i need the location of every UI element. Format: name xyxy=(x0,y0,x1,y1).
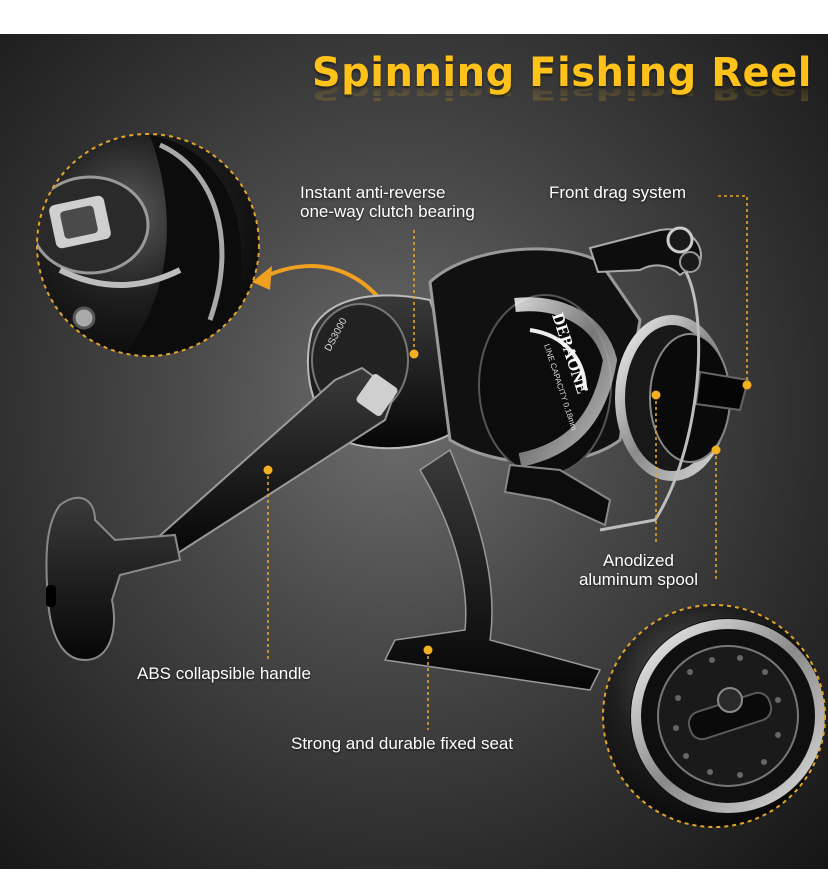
callout-spool-line1: Anodized xyxy=(603,551,674,570)
callout-anti-reverse: Instant anti-reverse one-way clutch bear… xyxy=(300,183,475,221)
callout-anti-reverse-line1: Instant anti-reverse xyxy=(300,183,446,202)
callout-handle: ABS collapsible handle xyxy=(137,664,311,683)
drag-knob-detail-zoom xyxy=(602,604,826,828)
fishing-reel xyxy=(45,226,750,691)
callout-anti-reverse-line2: one-way clutch bearing xyxy=(300,202,475,221)
callout-lines xyxy=(267,195,748,730)
clutch-detail-zoom xyxy=(36,133,260,357)
page-title: Spinning Fishing Reel xyxy=(311,50,812,96)
callout-dots xyxy=(263,349,752,655)
arrow-head-icon xyxy=(252,266,272,290)
callout-front-drag: Front drag system xyxy=(549,183,686,202)
callout-seat: Strong and durable fixed seat xyxy=(291,734,514,753)
callout-spool: Anodized aluminum spool xyxy=(566,551,711,589)
callout-spool-line2: aluminum spool xyxy=(578,570,699,589)
